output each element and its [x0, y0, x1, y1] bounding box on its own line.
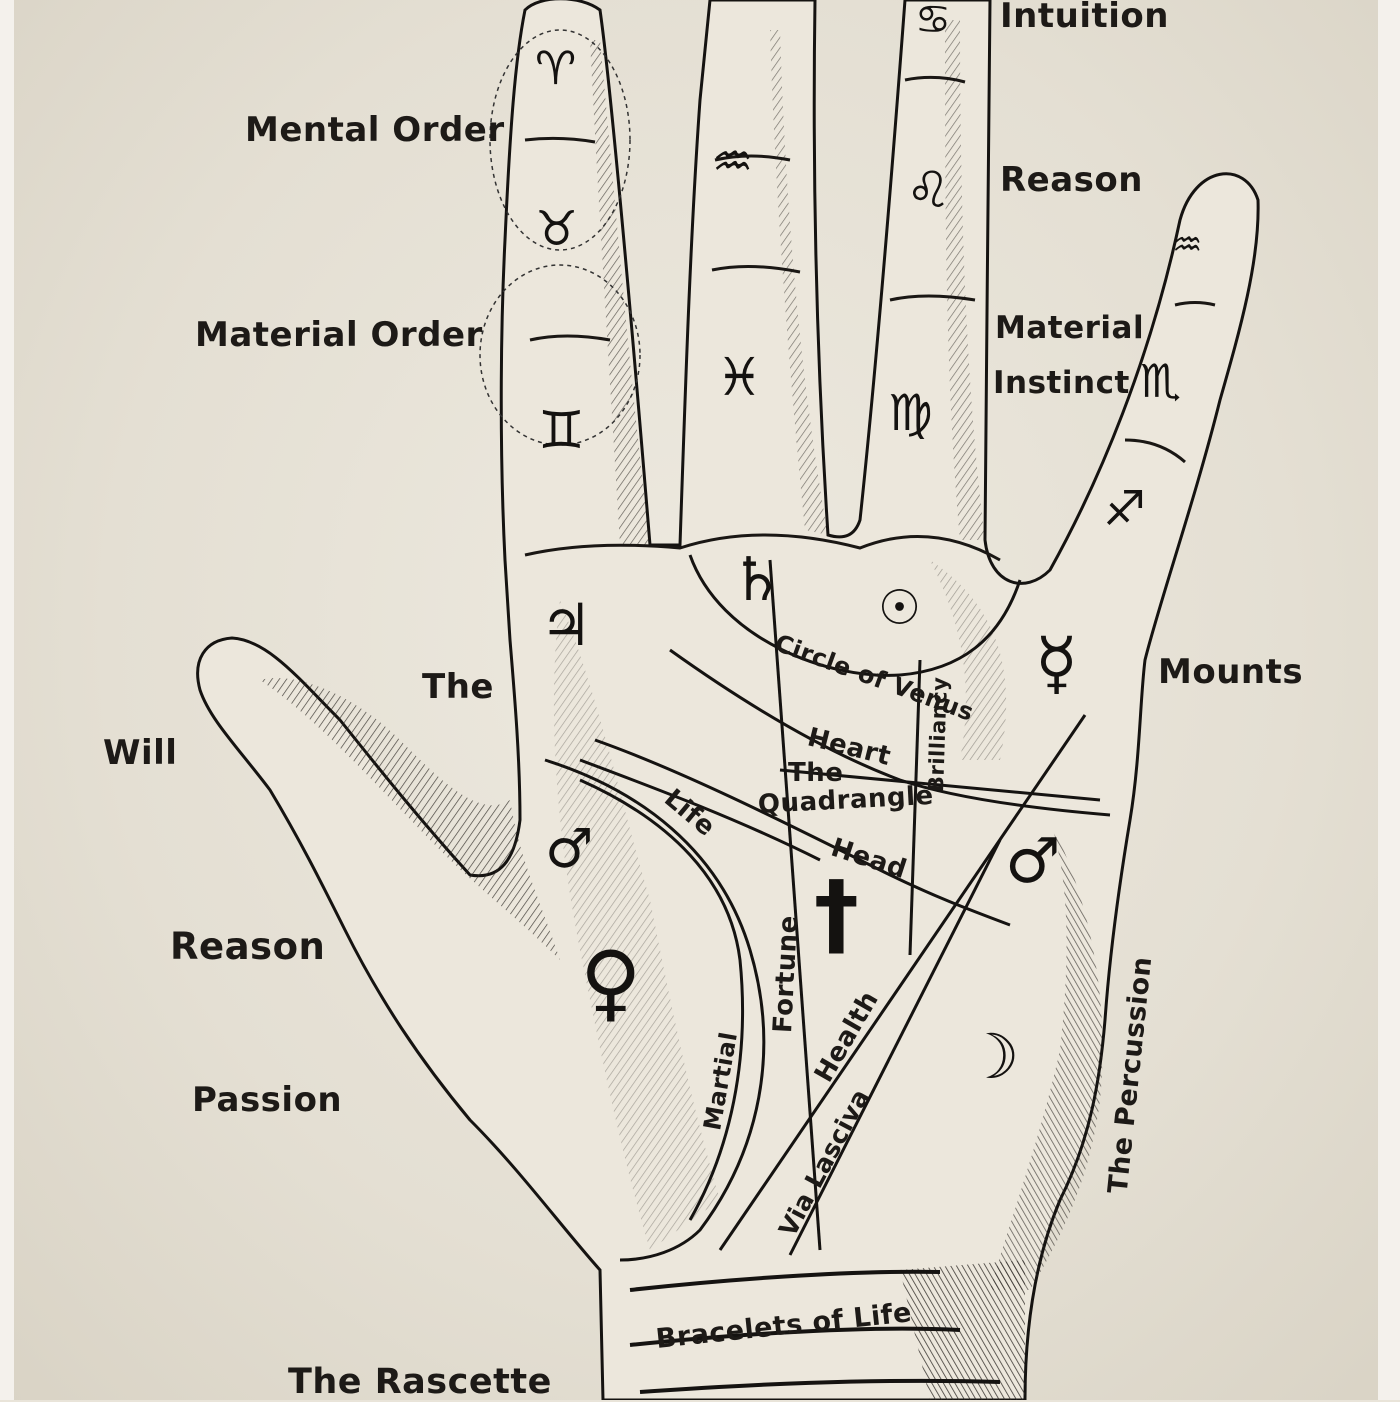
mars-plain-icon: ♂ — [1005, 824, 1061, 897]
scorpio-icon: ♏ — [1140, 354, 1182, 408]
wrist-shading — [900, 1260, 1025, 1400]
mars-thumb-icon: ♂ — [545, 817, 594, 880]
life-line-inner — [579, 778, 745, 1221]
mount-shading — [930, 560, 1007, 760]
fortune-line — [768, 559, 822, 1251]
percussion-shading — [990, 820, 1103, 1290]
finger-shading-2 — [770, 30, 828, 535]
aries-icon: ♈ — [535, 41, 577, 95]
cancer-icon: ♋ — [915, 0, 951, 43]
right-border — [1378, 0, 1400, 1400]
thumb-shading — [260, 678, 560, 960]
label-mounts: Mounts — [1158, 652, 1304, 692]
label-reason-top: Reason — [1000, 160, 1143, 200]
label-material-order: Material Order — [195, 315, 483, 355]
venus-icon: ♀ — [580, 933, 642, 1031]
sun-icon: ☉ — [878, 580, 922, 636]
jupiter-icon: ♃ — [540, 591, 592, 659]
gemini-icon: ♊ — [538, 401, 585, 461]
mercury-icon: ☿ — [1035, 622, 1078, 704]
finger-shading-3 — [945, 20, 985, 540]
pisces-icon: ♓ — [716, 348, 763, 408]
label-the-quadrangle-1: The — [788, 758, 844, 788]
label-reason-thumb: Reason — [170, 925, 326, 968]
finger-shading-1 — [590, 40, 650, 545]
via-lasciva-line — [788, 839, 1002, 1256]
finger-creases — [524, 75, 1216, 562]
label-brilliancy: Brilliancy — [924, 676, 953, 793]
virgo-icon: ♍ — [888, 384, 933, 442]
hand-outline — [196, 0, 1260, 1400]
label-the-rascette: The Rascette — [288, 1362, 552, 1402]
taurus-icon: ♉ — [535, 201, 579, 257]
brilliancy-line — [908, 659, 922, 956]
moon-icon: ☽ — [964, 1020, 1020, 1093]
label-fortune: Fortune — [768, 914, 805, 1034]
sagittarius-icon: ♐ — [1103, 481, 1147, 537]
label-intuition: Intuition — [1000, 0, 1169, 36]
quadrangle-line — [779, 768, 1101, 802]
bracelet-lines — [629, 1269, 1001, 1394]
label-passion: Passion — [192, 1080, 343, 1120]
saturn-icon: ♄ — [730, 545, 784, 615]
palm-base-shading — [553, 600, 720, 1250]
left-border — [0, 0, 14, 1400]
mental-order-dotted — [489, 29, 631, 251]
life-line — [544, 758, 766, 1262]
health-line — [718, 714, 1087, 1251]
material-order-dotted — [479, 264, 641, 446]
label-the: The — [422, 667, 494, 707]
circle-of-venus-line — [688, 554, 1022, 677]
palm-lines — [544, 554, 1111, 1262]
aquarius-thumb-icon: ♒ — [1172, 225, 1203, 265]
label-mental-order: Mental Order — [245, 110, 505, 150]
aquarius-icon: ♒ — [712, 134, 754, 188]
label-material: Material — [995, 310, 1145, 346]
leo-icon: ♌ — [906, 161, 951, 219]
label-will: Will — [103, 733, 178, 773]
label-instinct: Instinct — [993, 365, 1130, 401]
head-line — [594, 738, 1011, 927]
dagger-icon: † — [814, 862, 859, 967]
